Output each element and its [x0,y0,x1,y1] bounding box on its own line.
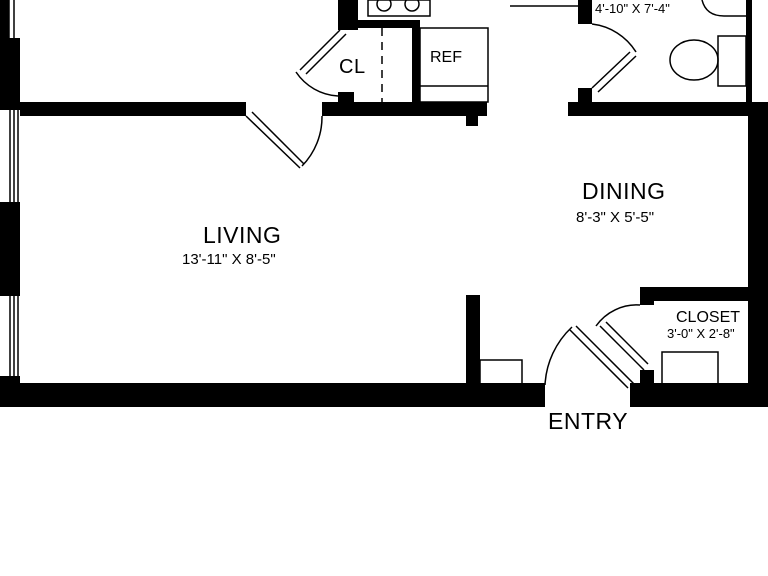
right-wall-top [746,0,752,102]
wall-stub [578,0,592,24]
closet-wall [640,287,748,301]
walls [0,0,768,407]
wall-stub [466,116,478,126]
left-wall [0,202,20,296]
living-label: LIVING [203,222,282,248]
closet-wall [640,370,654,385]
living-top-wall [20,102,246,116]
closet-dims: 3'-0" X 2'-8" [667,326,735,341]
cl-label: CL [339,56,366,78]
entry-door [544,325,635,389]
dining-label: DINING [582,178,666,204]
bath-door [591,23,637,93]
shelf [479,359,523,385]
partition-wall [466,295,480,385]
cl-wall [338,20,418,28]
left-wall [0,38,20,110]
kitchen-sink [367,0,431,17]
living-door [245,111,323,169]
living-top-wall-right [322,102,487,116]
wall-stub [578,88,592,116]
refrigerator [419,27,489,103]
windows [8,0,19,376]
cl-wall [412,20,420,102]
doors [245,23,649,389]
ref-label: REF [430,49,462,66]
closet-door [595,304,649,371]
fixtures [367,0,747,385]
cl-door [295,29,347,97]
bath-bottom-wall [568,102,768,116]
bath-dims: 4'-10" X 7'-4" [595,1,670,16]
entry-label: ENTRY [548,408,629,434]
closet-label: CLOSET [676,309,741,326]
bottom-wall-left [0,383,545,407]
toilet [669,35,747,87]
bottom-wall-right [630,383,768,407]
right-wall [748,102,768,407]
closet-wall [640,287,654,305]
cl-wall [338,92,354,106]
living-dims: 13'-11" X 8'-5" [182,251,276,268]
closet-shelf [661,351,719,385]
dining-dims: 8'-3" X 5'-5" [576,209,655,226]
left-wall [0,0,9,38]
bath-sink [701,0,746,17]
